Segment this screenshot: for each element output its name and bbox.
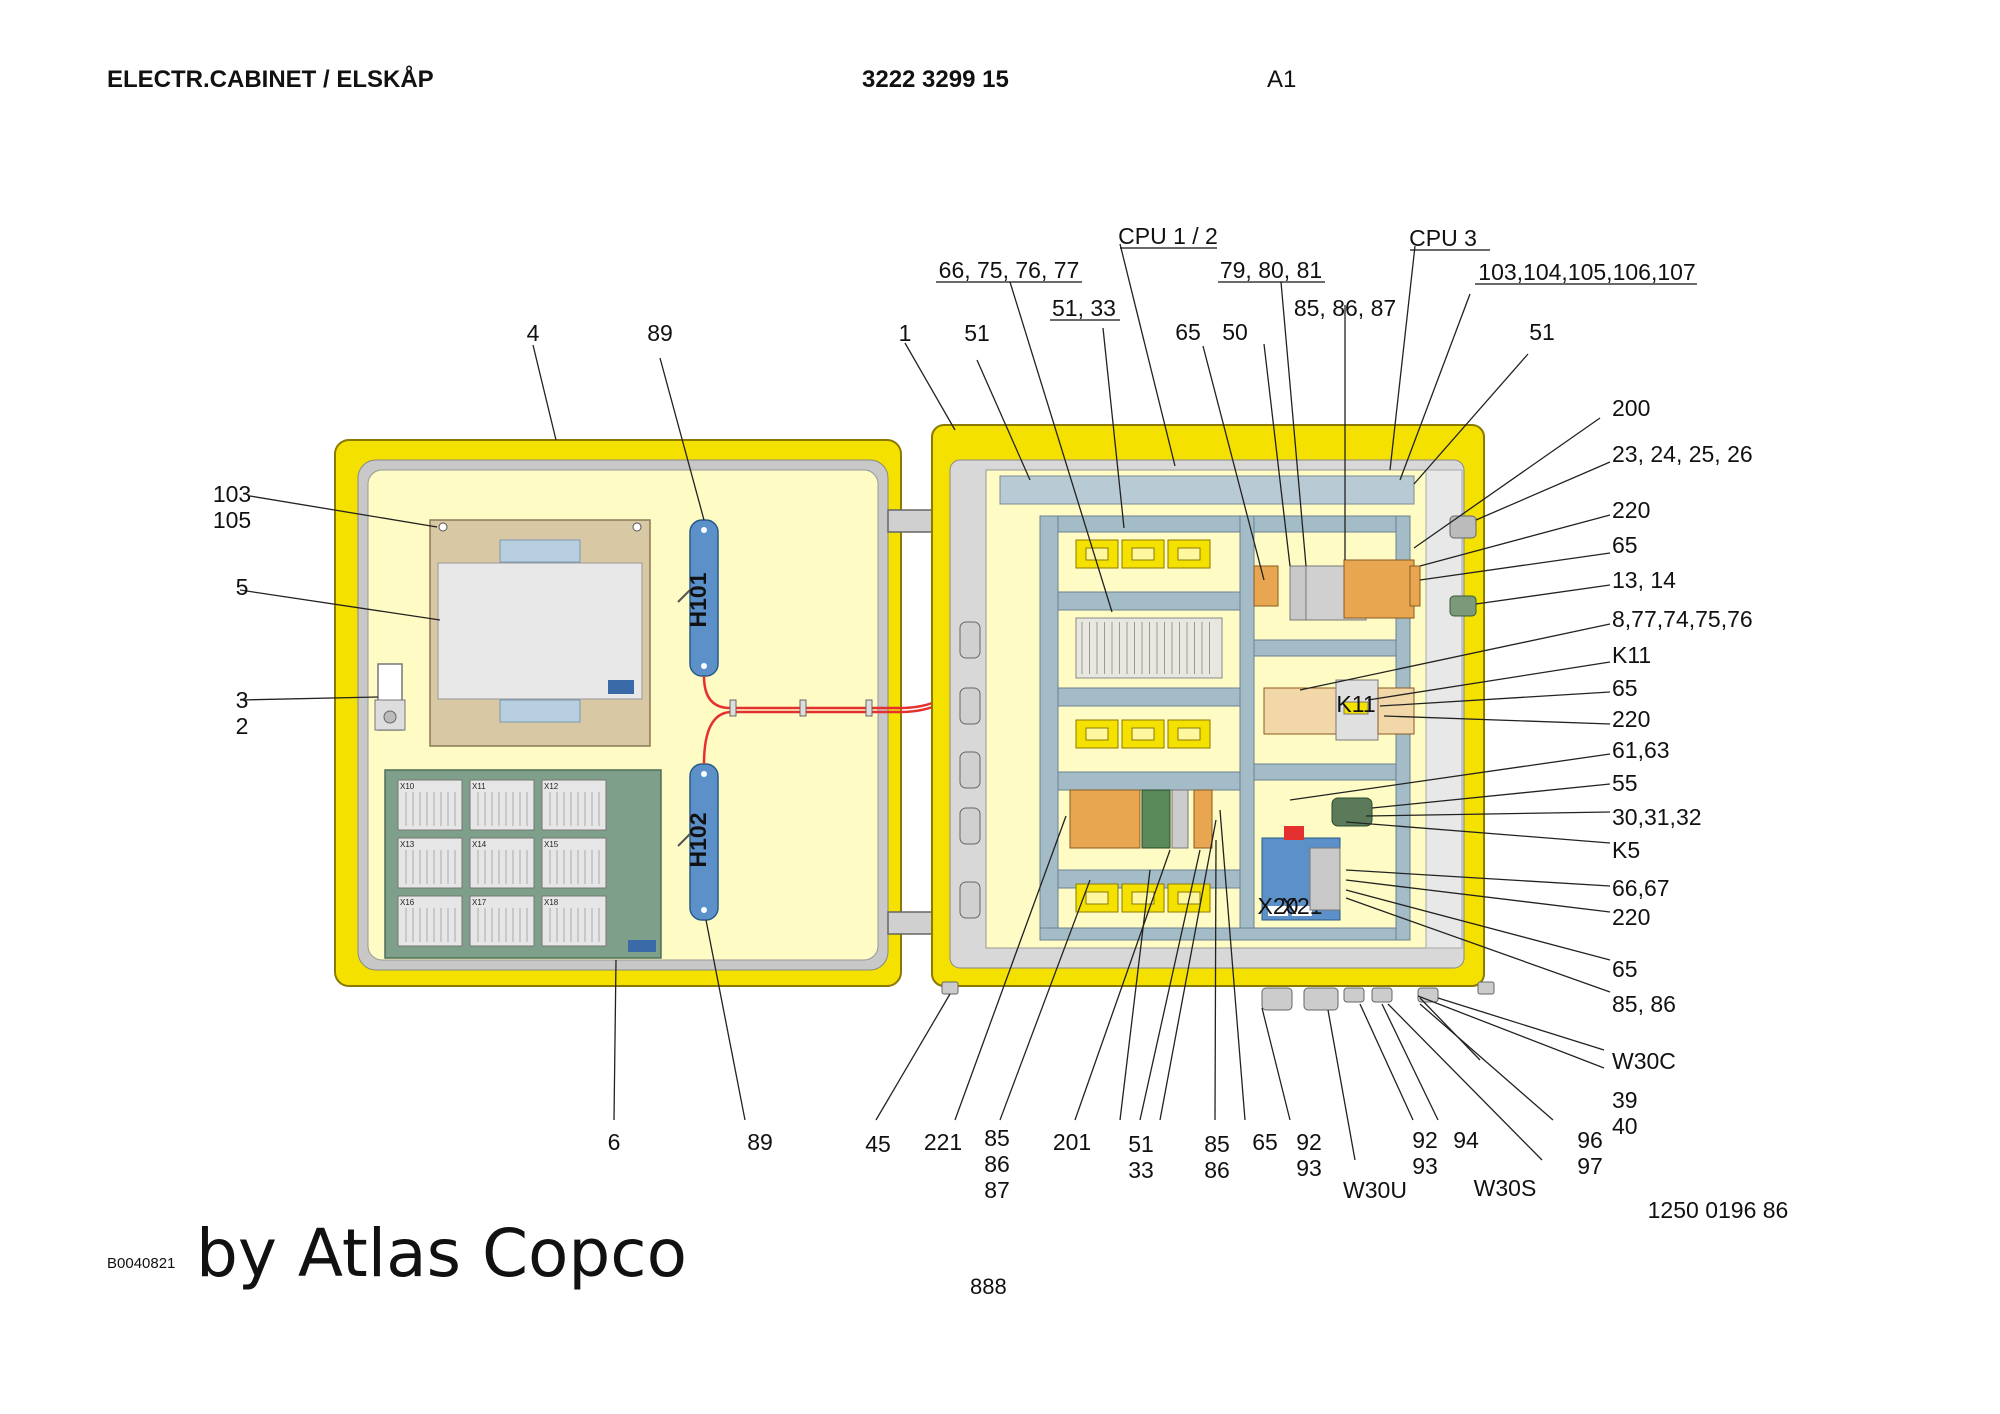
h101-label: H101 (685, 572, 711, 627)
callout-r66-67: 66,67 (1612, 875, 1670, 901)
callout-b97: 97 (1577, 1153, 1603, 1179)
callout-r55: 55 (1612, 770, 1638, 796)
callout-r40: 40 (1612, 1113, 1638, 1139)
callout-r65-c: 65 (1612, 956, 1638, 982)
callout-c103: 103 (213, 481, 251, 507)
callout-r39: 39 (1612, 1087, 1638, 1113)
relay-k11-block: K11 (1263, 679, 1415, 741)
callout-c66-75: 66, 75, 76, 77 (939, 257, 1080, 283)
callout-c89-top: 89 (647, 320, 673, 346)
callout-b85b: 85 (1204, 1131, 1230, 1157)
callout-rK5: K5 (1612, 837, 1640, 863)
callout-b201: 201 (1053, 1129, 1091, 1155)
callout-bW30U: W30U (1343, 1177, 1407, 1203)
callout-c2: 2 (236, 713, 249, 739)
pcb-strip-label: X18 (544, 898, 559, 907)
callout-c79-80: 79, 80, 81 (1220, 257, 1322, 283)
callout-b86: 86 (984, 1151, 1010, 1177)
relay-k5 (1331, 797, 1373, 827)
callout-r30-32: 30,31,32 (1612, 804, 1702, 830)
callout-rW30C: W30C (1612, 1048, 1676, 1074)
pcb-strip-label: X11 (472, 782, 486, 791)
callout-c105: 105 (213, 507, 251, 533)
callout-b33: 33 (1128, 1157, 1154, 1183)
callout-b221: 221 (924, 1129, 962, 1155)
callout-b92a: 92 (1296, 1129, 1322, 1155)
pcb-strip-label: X17 (472, 898, 487, 907)
callout-b51: 51 (1128, 1131, 1154, 1157)
callout-r13-14: 13, 14 (1612, 567, 1676, 593)
callout-b93b: 93 (1412, 1153, 1438, 1179)
pcb-strip-label: X10 (400, 782, 415, 791)
callout-b86b: 86 (1204, 1157, 1230, 1183)
callout-bW30S: W30S (1474, 1175, 1537, 1201)
callout-r85-86: 85, 86 (1612, 991, 1676, 1017)
cable-harness (702, 675, 1040, 765)
terminal-bank-left (1069, 789, 1213, 849)
callout-r8-77: 8,77,74,75,76 (1612, 606, 1753, 632)
callout-c65-top: 65 (1175, 319, 1201, 345)
document-code: B0040821 (107, 1255, 176, 1272)
callout-r220-b: 220 (1612, 706, 1650, 732)
callout-b92b: 92 (1412, 1127, 1438, 1153)
callout-r220-c: 220 (1612, 904, 1650, 930)
callout-b85: 85 (984, 1125, 1010, 1151)
callout-r65-a: 65 (1612, 532, 1638, 558)
pcb-strip-label: X13 (400, 840, 415, 849)
callout-c5: 5 (236, 574, 249, 600)
callout-b89: 89 (747, 1129, 773, 1155)
callout-c103-107: 103,104,105,106,107 (1478, 259, 1695, 285)
callout-r220-a: 220 (1612, 497, 1650, 523)
callout-b87: 87 (984, 1177, 1010, 1203)
callout-c51-top: 51 (964, 320, 990, 346)
callout-r65-b: 65 (1612, 675, 1638, 701)
callout-c-cpu12: CPU 1 / 2 (1118, 223, 1218, 249)
header-part-number: 3222 3299 15 (862, 66, 1009, 93)
callout-c50: 50 (1222, 319, 1248, 345)
header-title: ELECTR.CABINET / ELSKÅP (107, 66, 434, 93)
door-switch (374, 663, 406, 731)
callout-b65: 65 (1252, 1129, 1278, 1155)
callout-r23-26: 23, 24, 25, 26 (1612, 441, 1753, 467)
callout-b93a: 93 (1296, 1155, 1322, 1181)
callout-b45: 45 (865, 1131, 891, 1157)
breaker-x20: X20 (1258, 893, 1299, 919)
callout-r200: 200 (1612, 395, 1650, 421)
callout-c51-33-top: 51, 33 (1052, 295, 1116, 321)
relay-modules (1075, 539, 1211, 913)
callout-r61-63: 61,63 (1612, 737, 1670, 763)
pcb-strip-label: X15 (544, 840, 559, 849)
page-number: 888 (970, 1274, 1007, 1299)
callout-b94: 94 (1453, 1127, 1479, 1153)
callout-c51-right: 51 (1529, 319, 1555, 345)
h102-label: H102 (685, 813, 711, 868)
callout-c-cpu3: CPU 3 (1409, 225, 1477, 251)
pcb-strip-label: X14 (472, 840, 487, 849)
callout-c4: 4 (527, 320, 540, 346)
callout-b6: 6 (608, 1129, 621, 1155)
cpu3-terminals (1253, 559, 1421, 621)
callout-c1: 1 (899, 320, 912, 346)
k11-tag: K11 (1336, 691, 1375, 717)
callout-c85-86-87-top: 85, 86, 87 (1294, 295, 1396, 321)
cable-glands (959, 621, 981, 919)
circuit-breakers: X20 X21 (1258, 826, 1341, 921)
pcb-strip-label: X16 (400, 898, 415, 907)
callout-drawing-no: 1250 0196 86 (1648, 1197, 1789, 1223)
callout-b96: 96 (1577, 1127, 1603, 1153)
display-unit (429, 519, 651, 747)
header-sheet: A1 (1267, 66, 1297, 93)
callout-c3: 3 (236, 687, 249, 713)
mounting-frame (1039, 515, 1411, 941)
byline: by Atlas Copco (196, 1215, 687, 1292)
callout-rK11: K11 (1612, 642, 1651, 668)
pcb-strip-label: X12 (544, 782, 559, 791)
